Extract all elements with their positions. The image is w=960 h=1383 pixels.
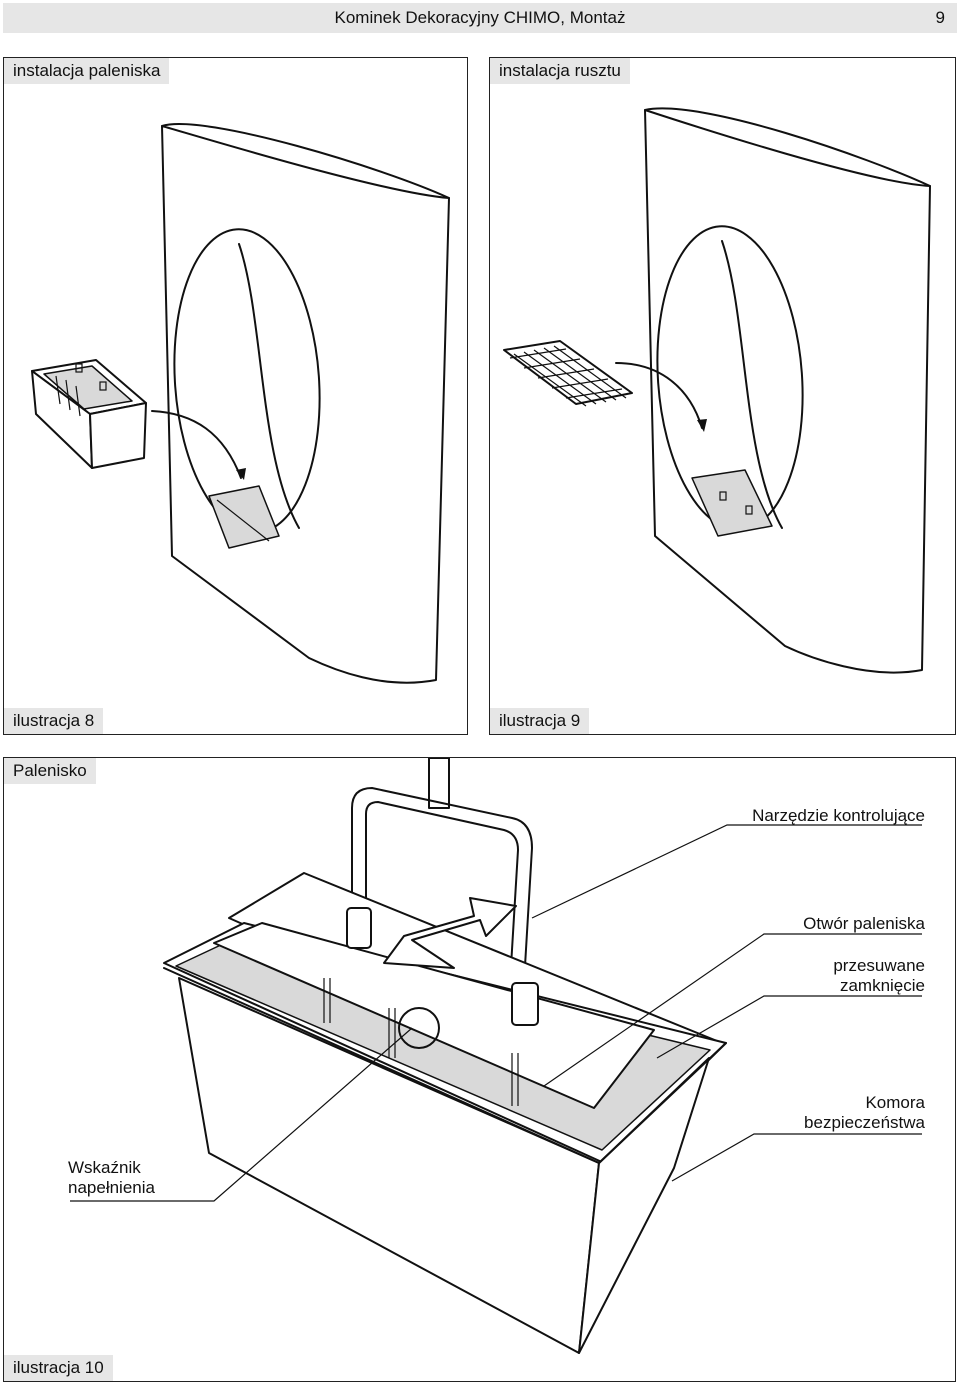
callout-safety-chamber-line2: bezpieczeństwa (804, 1113, 925, 1132)
grate-icon (503, 340, 633, 407)
callout-sliding-closure-line2: zamknięcie (839, 976, 925, 995)
callout-burner-opening: Otwór paleniska (803, 914, 925, 933)
callout-safety-chamber: Komora bezpieczeństwa (804, 1093, 925, 1133)
panel-heading: Palenisko (4, 758, 96, 784)
panel-illustration-10: Palenisko ilustracja 10 Narzędzie kontro… (3, 757, 956, 1382)
figure-caption: ilustracja 8 (4, 708, 104, 734)
fireplace-burner-install-illustration (31, 123, 450, 684)
callout-fill-indicator-line1: Wskaźnik (68, 1158, 141, 1177)
callout-fill-indicator: Wskaźnik napełnienia (68, 1158, 155, 1198)
panel-heading: instalacja paleniska (4, 58, 170, 84)
callout-sliding-closure-line1: przesuwane (833, 956, 925, 975)
callout-fill-indicator-line2: napełnienia (68, 1178, 155, 1197)
panel-illustration-9: instalacja rusztu ilustracja 9 (489, 57, 956, 735)
burner-diagram (70, 758, 922, 1354)
figure-caption: ilustracja 10 (4, 1355, 113, 1381)
panel-illustration-8: instalacja paleniska ilustracja 8 (3, 57, 468, 735)
callout-sliding-closure: przesuwane zamknięcie (833, 956, 925, 996)
callout-control-tool: Narzędzie kontrolujące (752, 806, 925, 825)
page-header: Kominek Dekoracyjny CHIMO, Montaż 9 (3, 3, 957, 33)
callout-safety-chamber-line1: Komora (865, 1093, 925, 1112)
document-title: Kominek Dekoracyjny CHIMO, Montaż (334, 8, 626, 27)
figure-caption: ilustracja 9 (490, 708, 590, 734)
panel-heading: instalacja rusztu (490, 58, 630, 84)
fireplace-grate-install-illustration (503, 107, 931, 674)
page-number: 9 (935, 8, 945, 27)
